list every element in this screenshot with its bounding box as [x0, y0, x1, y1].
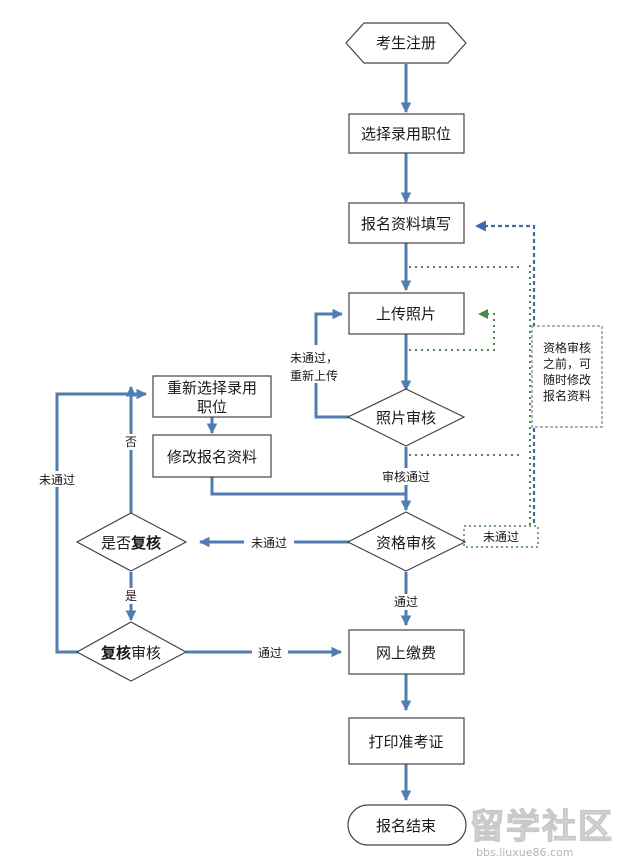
qualification-review-label: 资格审核 [376, 534, 436, 552]
process-upload-photo [348, 292, 465, 335]
select-position-label: 选择录用职位 [361, 125, 451, 143]
edge-recheck-failed-to-reselect [55, 388, 148, 654]
recheck-yes-label: 是 [125, 589, 137, 603]
note-line-1: 资格审核 [543, 340, 591, 355]
edge-modify-to-qualification [210, 477, 406, 496]
recheck-passed-label-bg [252, 644, 288, 660]
reselect-position-label-line2: 职位 [197, 398, 227, 416]
process-select-position [348, 113, 465, 154]
process-print-admission [348, 717, 465, 765]
recheck-failed-label: 未通过 [39, 473, 75, 487]
edge-labels: 未通过， 重新上传 审核通过 未通过 未通过 通过 否 是 未通过 通过 [36, 345, 519, 660]
edge-dotted-blue-back-to-fill [474, 220, 536, 537]
photo-failed-label-bg [284, 345, 346, 383]
qualification-passed-label: 通过 [394, 595, 418, 609]
start-node-register [345, 22, 467, 64]
review-passed-label: 审核通过 [382, 469, 430, 484]
process-fill-info [348, 202, 465, 244]
qualification-failed-label: 未通过 [251, 536, 287, 550]
note-box-frame [531, 325, 603, 428]
decision-qualification-review [346, 511, 467, 572]
recheck-passed-label: 通过 [258, 646, 282, 660]
process-reselect-position [152, 375, 272, 418]
modify-info-label: 修改报名资料 [167, 448, 257, 466]
online-payment-label: 网上缴费 [376, 644, 436, 662]
photo-failed-label-line1: 未通过， [290, 351, 338, 365]
upload-photo-label: 上传照片 [376, 305, 436, 323]
qualification-passed-label-bg [386, 594, 426, 610]
note-line-4: 报名资料 [543, 388, 591, 403]
fill-info-label: 报名资料填写 [361, 215, 451, 233]
process-online-payment [348, 629, 465, 675]
dotted-connectors [409, 220, 539, 548]
note-line-2: 之前，可 [543, 356, 591, 371]
qualification-failed-dotted-label: 未通过 [483, 530, 519, 544]
watermark-url: bbs.liuxue86.com [476, 846, 574, 859]
recheck-question-bold: 复核 [130, 534, 161, 552]
decision-recheck-question [75, 512, 188, 572]
decision-photo-review [346, 388, 466, 447]
terminal-registration-end [347, 804, 467, 846]
watermark: 留学社区 bbs.liuxue86.com [469, 806, 614, 859]
photo-failed-label-line2: 重新上传 [290, 368, 338, 383]
edge-dotted-green-back-to-upload [409, 309, 495, 351]
decision-recheck-review [75, 621, 188, 682]
solid-connectors [55, 64, 412, 802]
registration-end-label: 报名结束 [376, 817, 436, 835]
dotted-failed-label-box [463, 525, 539, 548]
note-box: 资格审核 之前，可 随时修改 报名资料 [531, 325, 603, 428]
print-admission-label: 打印准考证 [368, 733, 443, 751]
register-label: 考生注册 [376, 34, 436, 52]
recheck-question-prefix: 是否 [101, 534, 131, 552]
recheck-no-label-bg [122, 434, 140, 450]
recheck-yes-label-bg [122, 588, 140, 604]
recheck-failed-label-bg [36, 471, 82, 487]
reselect-position-label-line1: 重新选择录用 [167, 379, 257, 397]
note-line-3: 随时修改 [543, 372, 591, 387]
recheck-no-label: 否 [125, 435, 137, 449]
photo-review-label: 照片审核 [376, 409, 436, 427]
process-modify-info [152, 434, 272, 478]
qualification-failed-label-bg [244, 534, 294, 550]
review-passed-label-bg [376, 468, 436, 485]
watermark-logo-text: 留学社区 [470, 807, 614, 847]
nodes: 考生注册 选择录用职位 报名资料填写 上传照片 照片审核 重新选择录用 职位 修… [75, 22, 467, 846]
recheck-review-bold: 复核 [100, 644, 131, 662]
recheck-question-label: 是否复核 [101, 534, 161, 552]
recheck-review-suffix: 审核 [131, 644, 161, 662]
recheck-review-label: 复核审核 [100, 644, 161, 662]
